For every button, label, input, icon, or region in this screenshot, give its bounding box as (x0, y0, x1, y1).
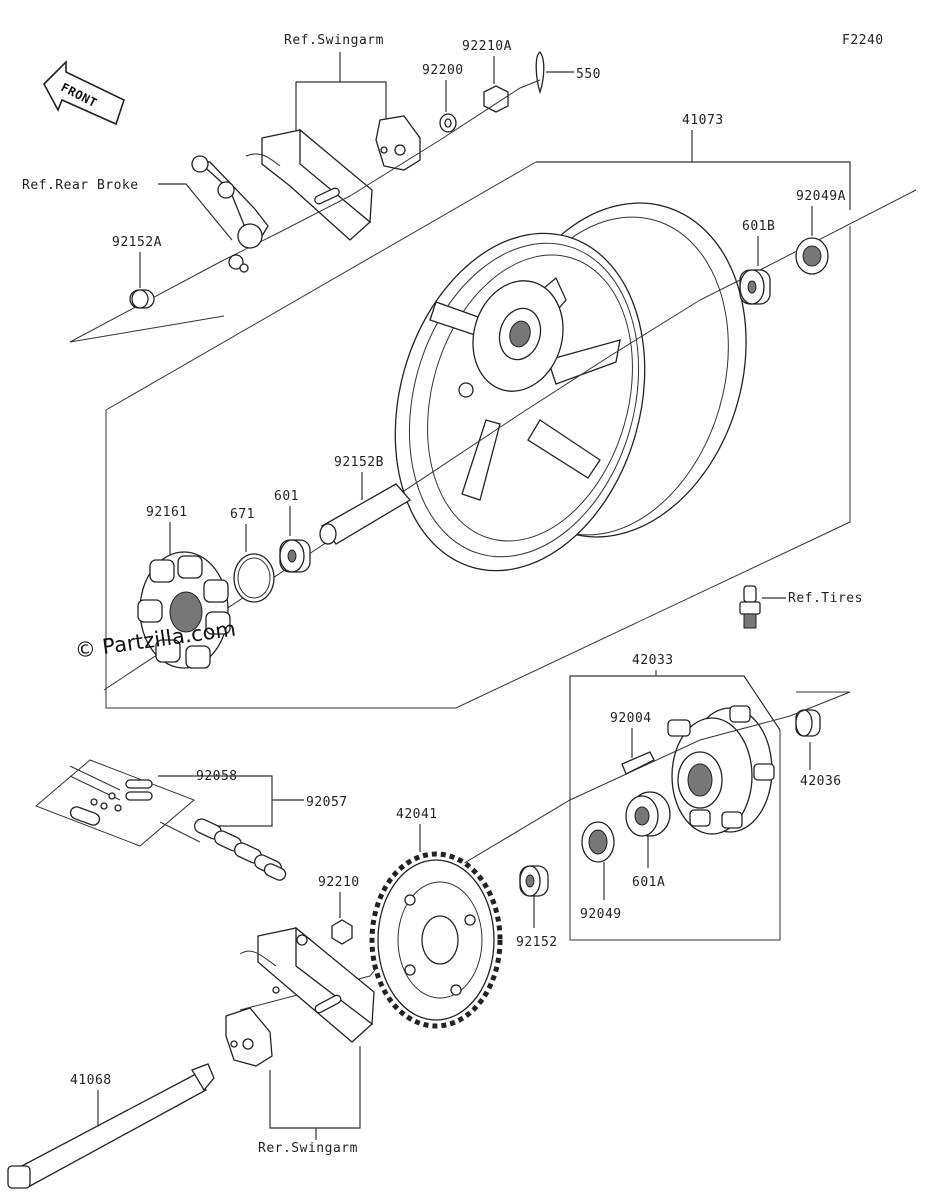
label-92152A: 92152A (112, 235, 162, 250)
nut-92210 (331, 919, 353, 945)
label-92004: 92004 (610, 711, 652, 726)
rear-axle-41068 (7, 1063, 215, 1189)
leader-swingarm-bottom (269, 1046, 361, 1129)
label-601: 601 (274, 489, 299, 504)
oil-seal-92049 (581, 821, 615, 863)
label-92210: 92210 (318, 875, 360, 890)
label-671: 671 (230, 507, 255, 522)
ref-swingarm-bottom-label: Rer.Swingarm (258, 1141, 358, 1156)
leader-92058 (158, 775, 273, 827)
collar-92152B (319, 483, 412, 545)
axis-line-top-base (69, 315, 225, 343)
wheel-group-outline (105, 161, 851, 709)
label-92049A: 92049A (796, 189, 846, 204)
label-601B: 601B (742, 219, 775, 234)
o-ring-671 (233, 553, 275, 603)
diagram-code: F2240 (842, 33, 884, 48)
coupling-group-outline (569, 720, 781, 941)
label-41068: 41068 (70, 1073, 112, 1088)
label-42033: 42033 (632, 653, 674, 668)
ref-tires-label: Ref.Tires (788, 591, 863, 606)
collar-92152A (129, 289, 155, 309)
ref-rear-brake-label: Ref.Rear Broke (22, 178, 139, 193)
tire-valve (739, 585, 761, 629)
label-92152B: 92152B (334, 455, 384, 470)
label-92057: 92057 (306, 795, 348, 810)
label-42036: 42036 (800, 774, 842, 789)
drive-chain-92057 (159, 818, 287, 881)
swingarm-end-top (245, 128, 373, 241)
rear-wheel-41073 (394, 202, 747, 572)
chain-adjuster-top (375, 115, 421, 171)
washer-92200-hole (444, 118, 452, 128)
bearing-601 (279, 539, 311, 573)
label-92200: 92200 (422, 63, 464, 78)
chain-adjuster-bottom (225, 1007, 273, 1067)
label-601A: 601A (632, 875, 665, 890)
leader-rear-brake (158, 183, 233, 241)
o-ring-671-inner (237, 557, 271, 599)
brake-torque-link (191, 155, 269, 273)
nut-92210A (483, 85, 509, 113)
master-link-92058 (35, 759, 195, 847)
collar-42036 (795, 709, 821, 737)
ref-swingarm-top-label: Ref.Swingarm (284, 33, 384, 48)
label-550: 550 (576, 67, 601, 82)
bearing-601A (625, 791, 671, 837)
bearing-601B (739, 269, 771, 305)
label-92161: 92161 (146, 505, 188, 520)
leader-42033 (569, 675, 781, 731)
cotter-pin-550 (535, 51, 545, 95)
rear-sprocket-42041 (369, 851, 503, 1029)
axis-line-top (69, 79, 541, 343)
label-92210A: 92210A (462, 39, 512, 54)
collar-92152 (519, 865, 549, 897)
label-92152: 92152 (516, 935, 558, 950)
front-arrow-icon: FRONT (43, 60, 125, 126)
label-41073: 41073 (682, 113, 724, 128)
swingarm-end-bottom (239, 926, 375, 1043)
leader-swingarm-top (295, 81, 387, 130)
sprocket-coupling-42033 (667, 705, 775, 835)
oil-seal-92049A (795, 237, 829, 275)
axis-line-bottom (239, 691, 851, 1011)
stud-92004 (621, 751, 655, 775)
wheel-damper-92161 (137, 551, 231, 669)
leader-41073-top (536, 161, 851, 210)
label-42041: 42041 (396, 807, 438, 822)
label-92049: 92049 (580, 907, 622, 922)
